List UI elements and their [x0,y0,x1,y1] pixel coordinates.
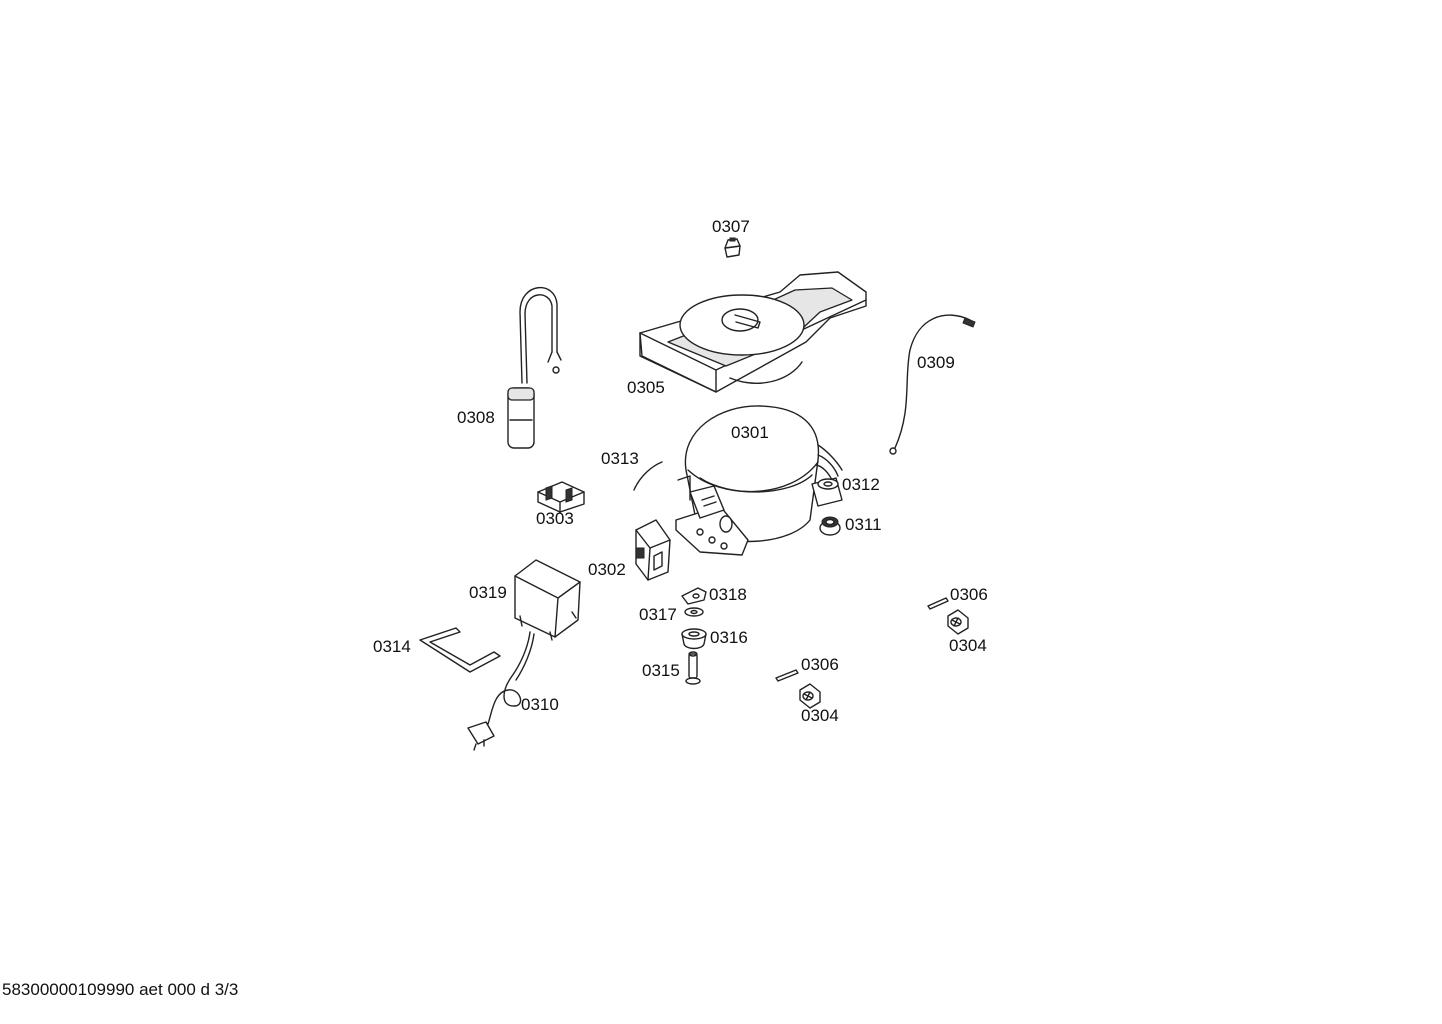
part-label-0305: 0305 [627,378,665,397]
part-0315-drawing [685,651,701,685]
part-label-0319: 0319 [469,583,507,602]
part-label-0317: 0317 [639,605,677,624]
part-0307-drawing [724,237,741,258]
part-0306b-drawing [775,669,799,682]
part-0312-drawing [817,478,839,490]
part-label-0303: 0303 [536,509,574,528]
part-label-0313: 0313 [601,449,639,468]
part-label-0307: 0307 [712,217,750,236]
part-0301-drawing [675,405,843,556]
part-0314-drawing [419,627,501,673]
part-0302-drawing [635,519,671,581]
drawing-reference-number: 58300000109990 aet 000 d 3/3 [2,980,239,999]
part-labels: 0307 0305 0308 0309 0301 0313 0312 0303 0311 0302… [373,217,988,725]
part-label-0306b: 0306 [801,655,839,674]
part-0306a-drawing [927,597,949,610]
part-label-0310: 0310 [521,695,559,714]
part-label-0309: 0309 [917,353,955,372]
part-label-0318: 0318 [709,585,747,604]
part-0303-drawing [537,481,585,513]
part-0305-drawing [639,271,867,393]
part-0310-drawing [467,631,535,751]
part-0317-drawing [684,607,704,617]
part-0319-drawing [514,559,581,641]
part-label-0308: 0308 [457,408,495,427]
part-0304a-drawing [947,609,969,635]
part-label-0312: 0312 [842,475,880,494]
part-0311-drawing [819,516,841,536]
part-label-0304b: 0304 [801,706,839,725]
part-label-0315: 0315 [642,661,680,680]
part-0308-drawing [507,287,562,449]
part-label-0302: 0302 [588,560,626,579]
part-0316-drawing [681,628,707,650]
part-label-0301: 0301 [731,423,769,442]
part-0313-drawing [633,461,663,491]
part-0309-drawing [889,314,976,455]
part-0318-drawing [681,587,707,605]
part-label-0304a: 0304 [949,636,987,655]
part-label-0306a: 0306 [950,585,988,604]
part-label-0316: 0316 [710,628,748,647]
part-label-0311: 0311 [845,515,882,534]
part-label-0314: 0314 [373,637,411,656]
part-0304b-drawing [799,683,821,709]
